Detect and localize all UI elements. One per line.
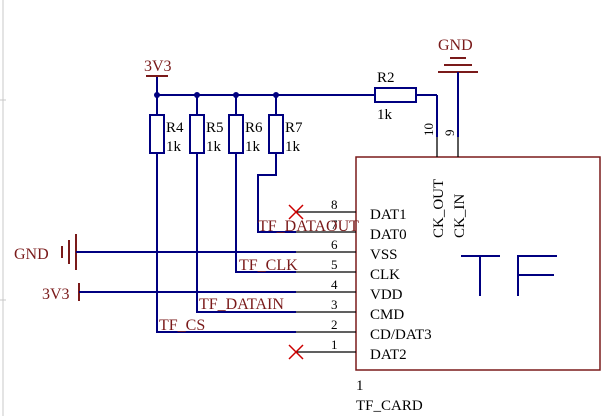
pin-3: 3 CMD	[296, 297, 404, 323]
svg-text:DAT1: DAT1	[370, 207, 407, 223]
wire-tf-clk	[235, 153, 296, 273]
gnd-symbol-top[interactable]: GND	[438, 37, 478, 137]
svg-text:DAT0: DAT0	[370, 227, 407, 243]
svg-text:5: 5	[331, 257, 338, 272]
svg-text:2: 2	[331, 317, 338, 332]
power-3v3-left[interactable]: 3V3	[42, 283, 296, 303]
net-label-tf-clk: TF_CLK	[239, 257, 298, 274]
gnd-left-label: GND	[14, 246, 49, 263]
pin-num-9: 9	[442, 130, 457, 137]
tf-card-designator: 1	[356, 378, 364, 394]
pin-4: 4 VDD	[296, 277, 403, 303]
net-label-tf-cs: TF_CS	[159, 317, 205, 334]
pin-num-10: 10	[421, 123, 436, 136]
tf-body-text: TF	[460, 226, 478, 242]
gnd-top-label: GND	[438, 37, 473, 54]
svg-text:CLK: CLK	[370, 267, 400, 283]
pin-1: 1 DAT2	[296, 337, 407, 363]
pin-2: 2 CD/DAT3	[296, 317, 432, 343]
resistor-r6-value: 1k	[245, 139, 261, 155]
resistor-r5-value: 1k	[206, 139, 222, 155]
svg-text:CD/DAT3: CD/DAT3	[370, 327, 432, 343]
svg-text:3: 3	[331, 297, 338, 312]
wire-tf-datain	[196, 153, 296, 313]
gnd-symbol-left[interactable]: GND	[14, 234, 296, 270]
resistor-r5[interactable]: R5 1k	[189, 95, 224, 155]
tf-card-body	[355, 156, 601, 371]
power-3v3-left-label: 3V3	[42, 286, 70, 303]
resistor-r4-ref: R4	[166, 120, 184, 136]
resistor-r2-ref: R2	[377, 70, 395, 86]
pin-name-ck-out: CK_OUT	[431, 179, 447, 238]
resistor-r4-value: 1k	[166, 139, 182, 155]
pin-name-ck-in: CK_IN	[452, 194, 468, 238]
net-label-tf-datain: TF_DATAIN	[199, 296, 284, 313]
resistor-r7[interactable]: R7 1k	[268, 95, 303, 155]
svg-text:4: 4	[331, 277, 338, 292]
svg-text:DAT2: DAT2	[370, 347, 407, 363]
no-connect-pin-8	[288, 204, 304, 220]
pin-8: 8 DAT1	[296, 197, 407, 223]
power-3v3-top[interactable]: 3V3	[144, 58, 172, 95]
svg-text:6: 6	[331, 237, 338, 252]
power-3v3-top-label: 3V3	[144, 58, 172, 75]
no-connect-pin-1	[288, 344, 304, 360]
resistor-r7-value: 1k	[285, 139, 301, 155]
tf-card-name: TF_CARD	[356, 398, 423, 414]
svg-text:VDD: VDD	[370, 287, 403, 303]
wire-tf-cs	[156, 153, 296, 333]
pin-6: 6 VSS	[296, 237, 398, 263]
resistor-r7-ref: R7	[285, 120, 303, 136]
resistor-r6-ref: R6	[245, 120, 263, 136]
svg-text:CMD: CMD	[370, 307, 404, 323]
pin-7: 7 DAT0	[296, 217, 407, 243]
svg-text:8: 8	[331, 197, 338, 212]
wire-tf-dataout	[257, 153, 296, 233]
tf-body-glyph: TF	[460, 226, 557, 296]
tf-card-component[interactable]: 10 9 CK_OUT CK_IN 8 DAT1 7 DAT0 6 VSS 5 …	[296, 123, 601, 414]
svg-text:7: 7	[331, 217, 338, 232]
resistor-r5-ref: R5	[206, 120, 224, 136]
resistor-r2[interactable]: R2 1k	[374, 70, 438, 137]
net-label-tf-dataout: TF_DATAOUT	[258, 218, 359, 235]
resistor-r6[interactable]: R6 1k	[228, 95, 263, 155]
resistor-r2-value: 1k	[377, 107, 393, 123]
pin-5: 5 CLK	[296, 257, 400, 283]
svg-text:1: 1	[331, 337, 338, 352]
svg-text:VSS: VSS	[370, 247, 398, 263]
resistor-r4[interactable]: R4 1k	[149, 95, 184, 155]
